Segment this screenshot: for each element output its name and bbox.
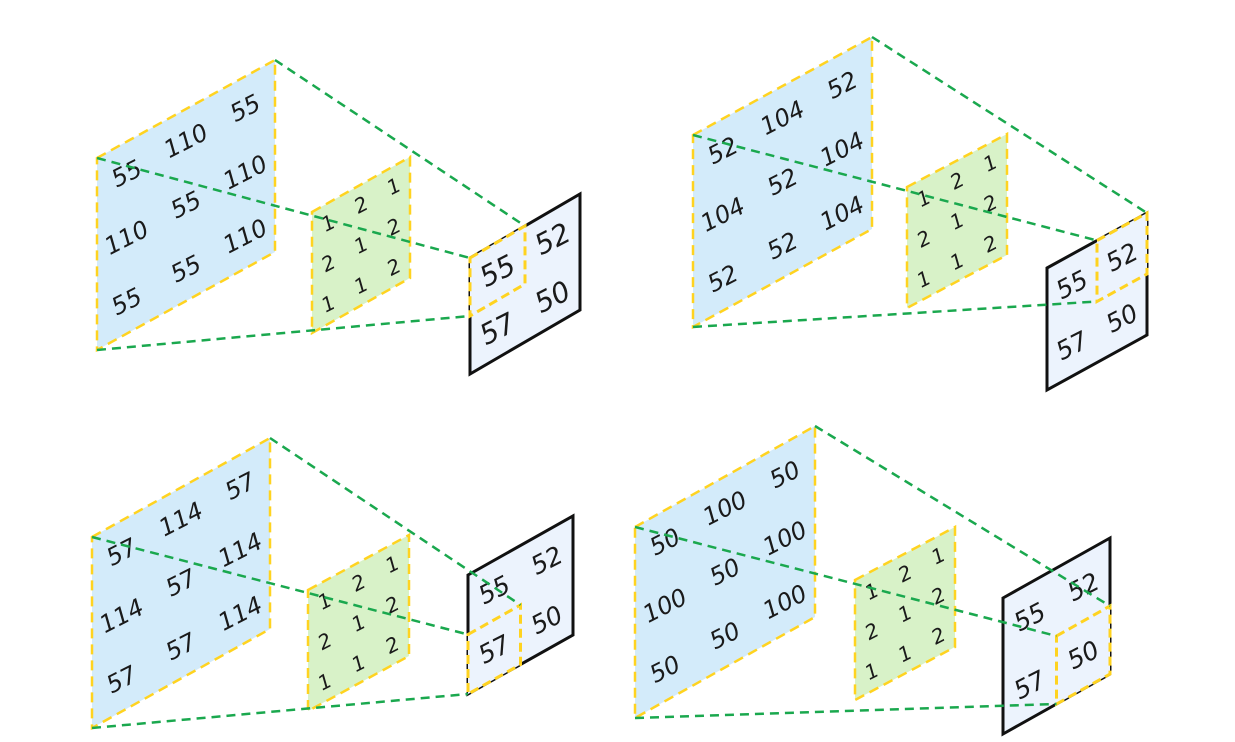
projection-line xyxy=(871,35,1148,215)
input-matrix-plane xyxy=(90,435,272,731)
kernel-matrix-plane xyxy=(310,154,412,336)
kernel-matrix-plane xyxy=(853,524,957,703)
projection-line xyxy=(269,436,522,607)
active-output-cell xyxy=(1095,210,1149,305)
kernel-matrix-plane xyxy=(905,131,1009,311)
projection-line xyxy=(634,702,1057,720)
kernel-matrix-plane xyxy=(306,532,411,714)
projection-line xyxy=(692,300,1098,329)
input-matrix-plane xyxy=(95,57,277,353)
projection-line xyxy=(692,133,1098,242)
active-output-cell xyxy=(468,223,527,319)
projection-line xyxy=(96,156,471,260)
projection-line xyxy=(814,424,1111,608)
projection-line xyxy=(91,692,469,730)
input-matrix-plane xyxy=(691,34,874,330)
projection-line xyxy=(96,314,471,352)
projection-line xyxy=(91,535,469,636)
projection-line xyxy=(274,58,526,228)
projection-line xyxy=(634,525,1057,638)
input-matrix-plane xyxy=(633,423,817,721)
active-output-cell xyxy=(466,602,522,697)
active-output-cell xyxy=(1055,603,1112,707)
